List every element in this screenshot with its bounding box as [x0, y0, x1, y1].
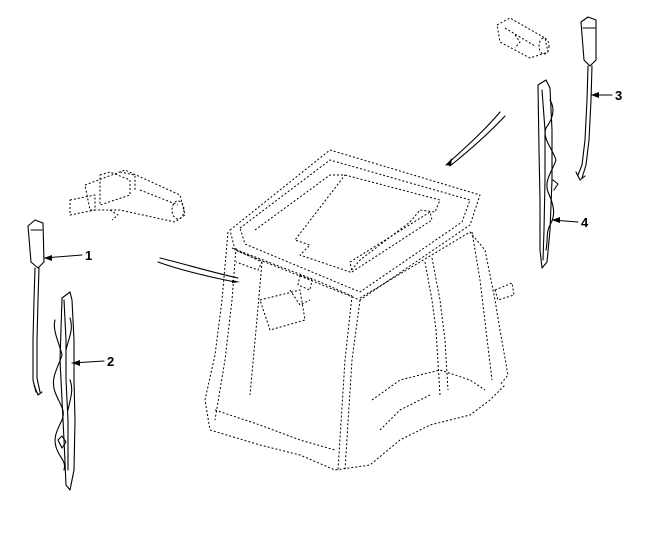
- rear-wiper-blade: [537, 79, 559, 269]
- callout-4: 4: [581, 215, 589, 230]
- front-wiper-arm: [27, 219, 45, 396]
- callout-leaders: [43, 92, 613, 366]
- callout-1: 1: [85, 248, 92, 263]
- cab-outline: [204, 149, 515, 471]
- front-wiper-blade: [52, 291, 76, 491]
- leader-curves: [157, 111, 506, 283]
- front-wiper-motor: [69, 169, 186, 223]
- rear-wiper-motor: [496, 17, 550, 59]
- rear-wiper-arm: [575, 16, 597, 181]
- callout-2: 2: [107, 354, 114, 369]
- callout-3: 3: [615, 88, 622, 103]
